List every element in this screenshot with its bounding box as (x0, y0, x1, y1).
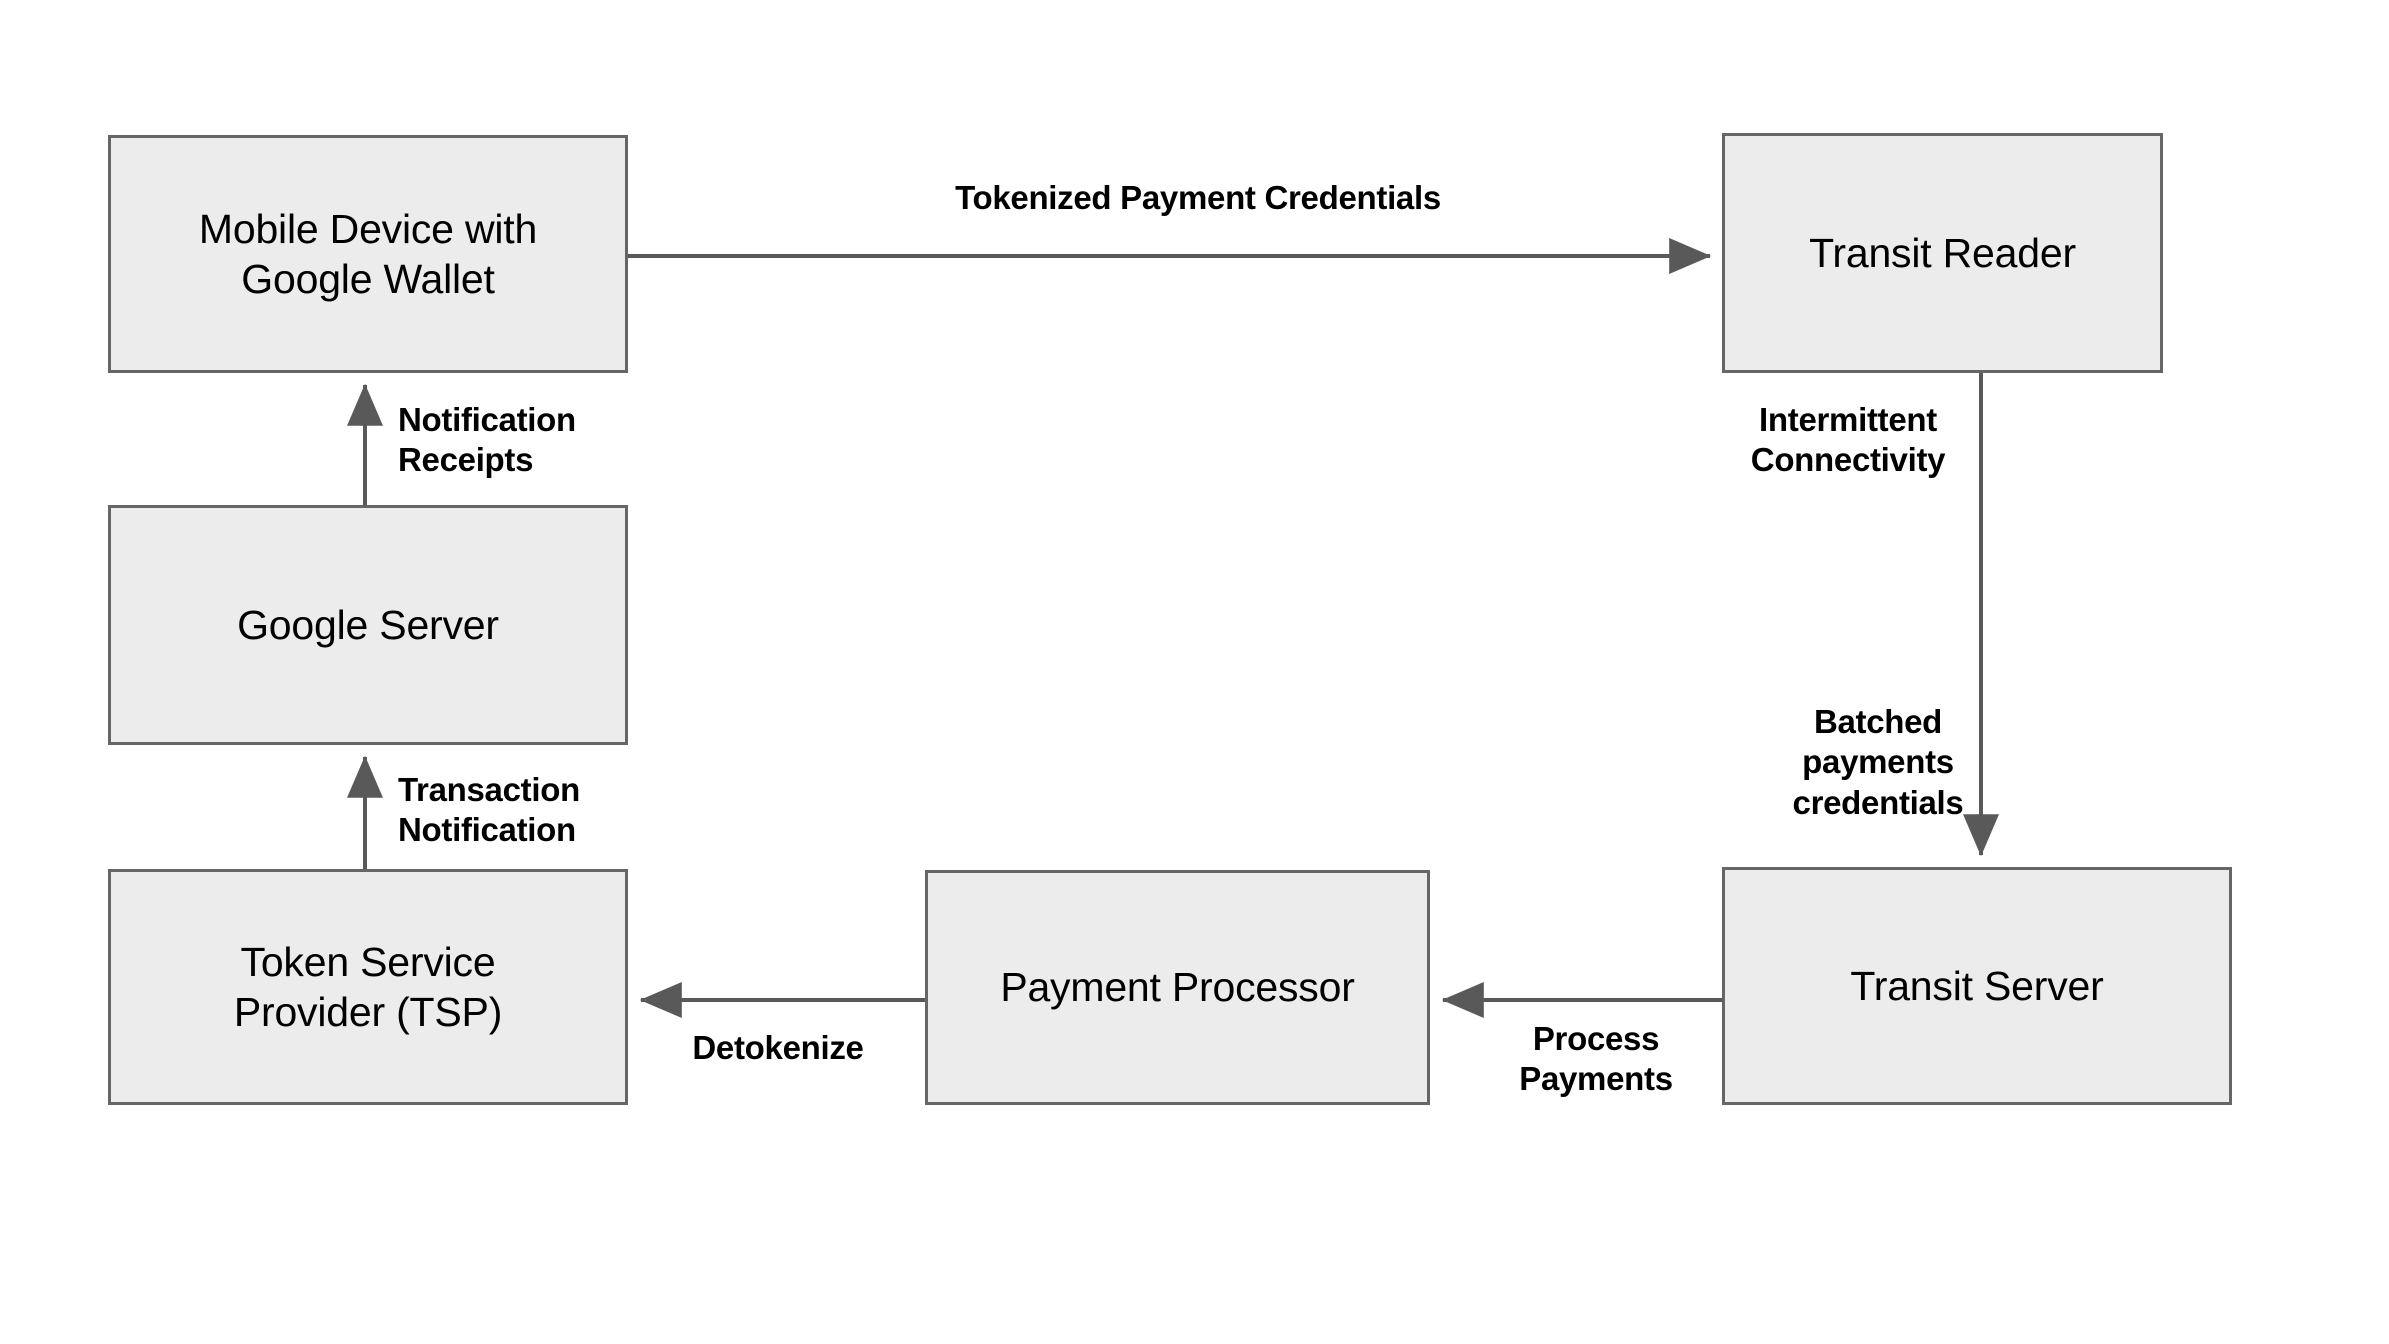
node-transit-reader-label: Transit Reader (1809, 229, 2076, 276)
node-transit-reader[interactable]: Transit Reader (1722, 133, 2163, 373)
node-mobile-device[interactable]: Mobile Device with Google Wallet (108, 135, 628, 373)
edge-label-batched-payments-credentials: Batched payments credentials (1792, 703, 1964, 821)
node-payment-processor[interactable]: Payment Processor (925, 870, 1430, 1105)
edge-label-process-payments: Process Payments (1519, 1020, 1673, 1098)
edge-label-notification-receipts: Notification Receipts (398, 401, 576, 479)
edge-label-transaction-notification: Transaction Notification (398, 771, 580, 849)
node-google-server[interactable]: Google Server (108, 505, 628, 745)
node-mobile-device-label: Mobile Device with Google Wallet (198, 205, 538, 302)
edge-label-tokenized-payment-credentials: Tokenized Payment Credentials (955, 179, 1441, 216)
node-transit-server-label: Transit Server (1850, 962, 2104, 1009)
node-google-server-label: Google Server (237, 601, 499, 648)
node-token-service-provider-label: Token Service Provider (TSP) (233, 938, 503, 1035)
node-payment-processor-label: Payment Processor (1000, 964, 1355, 1011)
node-token-service-provider[interactable]: Token Service Provider (TSP) (108, 869, 628, 1105)
node-transit-server[interactable]: Transit Server (1722, 867, 2232, 1105)
edge-label-detokenize: Detokenize (692, 1029, 864, 1066)
edge-label-intermittent-connectivity: Intermittent Connectivity (1750, 401, 1946, 479)
